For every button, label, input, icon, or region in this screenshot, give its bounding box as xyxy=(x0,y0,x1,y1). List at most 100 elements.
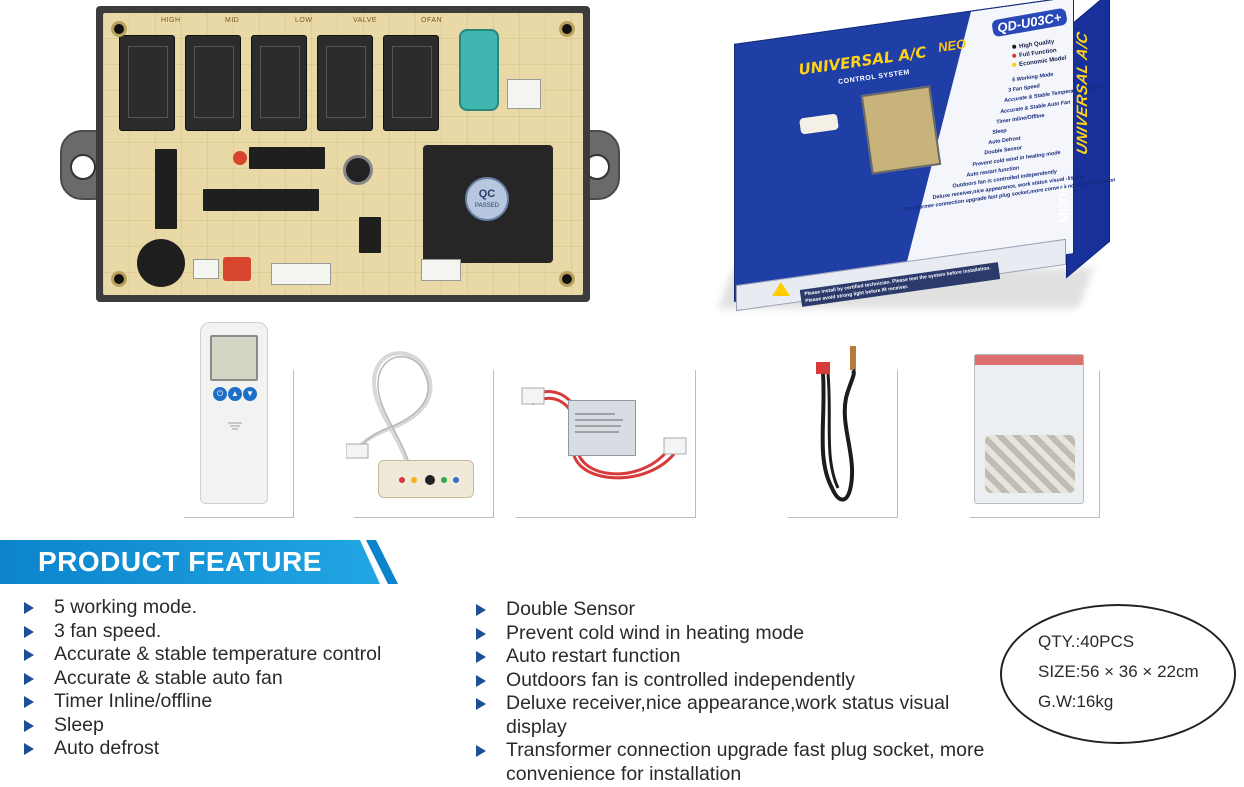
red-connector xyxy=(223,257,251,281)
relay-mid xyxy=(185,35,241,131)
feature-text: Deluxe receiver,nice appearance,work sta… xyxy=(506,692,950,738)
feature-item: Outdoors fan is controlled independently xyxy=(476,669,996,693)
relay-label-low: LOW xyxy=(295,17,313,24)
feature-title: PRODUCT FEATURE xyxy=(38,546,322,577)
bullet-arrow-icon xyxy=(476,651,486,663)
remote-speaker-grille-icon xyxy=(228,422,242,430)
receiver-led-red xyxy=(399,477,405,483)
feature-item: Auto restart function xyxy=(476,645,996,669)
badge-dot xyxy=(1011,53,1017,59)
feature-text: Outdoors fan is controlled independently xyxy=(506,668,856,691)
box-side-model: MODEL xyxy=(1056,176,1071,223)
feature-text: Accurate & stable auto fan xyxy=(54,666,283,689)
accessory-frame-receiver xyxy=(354,370,494,518)
pcb-frame: HIGH MID LOW VALVE OFAN QC PASSED xyxy=(96,6,590,302)
transformer-label-lines-icon xyxy=(575,413,623,433)
bullet-arrow-icon xyxy=(476,674,486,687)
feature-list-left: 5 working mode. 3 fan speed. Accurate & … xyxy=(24,596,464,761)
bullet-arrow-icon xyxy=(476,745,486,757)
receiver-cable-icon xyxy=(346,351,433,461)
screw-hole xyxy=(111,271,127,287)
feature-item: Sleep xyxy=(24,714,464,738)
feature-text: 3 fan speed. xyxy=(54,619,162,642)
feature-text: Auto defrost xyxy=(54,737,160,759)
spec-size: SIZE:56 × 36 × 22cm xyxy=(1038,662,1199,681)
box-feature-list: 5 Working Mode 3 Fan Speed Accurate & St… xyxy=(902,72,1115,214)
spec-qty: QTY.:40PCS xyxy=(1038,632,1135,651)
relay-label-ofan: OFAN xyxy=(421,17,443,24)
bullet-arrow-icon xyxy=(24,625,34,638)
feature-text: Double Sensor xyxy=(506,598,635,620)
screw-hole xyxy=(559,271,575,287)
bullet-arrow-icon xyxy=(24,719,34,732)
remote-lcd-screen xyxy=(210,335,258,381)
product-feature-banner: PRODUCT FEATURE xyxy=(0,540,400,584)
terminal-connector xyxy=(507,79,541,109)
bullet-arrow-icon xyxy=(476,627,486,640)
microcontroller-chip xyxy=(203,189,319,211)
receiver-ir-sensor xyxy=(425,475,435,485)
feature-item: Double Sensor xyxy=(476,598,996,622)
feature-item: 3 fan speed. xyxy=(24,620,464,644)
receiver-led-green xyxy=(441,477,447,483)
connector-transformer xyxy=(421,259,461,281)
packing-spec-ellipse: QTY.:40PCS SIZE:56 × 36 × 22cm G.W:16kg xyxy=(1000,604,1236,744)
relay-ofan xyxy=(383,35,439,131)
accessory-frame-remote xyxy=(184,370,294,518)
feature-text: Prevent cold wind in heating mode xyxy=(506,621,805,644)
connector-small xyxy=(193,259,219,279)
receiver-led-blue xyxy=(453,477,459,483)
ic-chip xyxy=(359,217,381,253)
feature-item: Timer Inline/offline xyxy=(24,690,464,714)
bag-screws xyxy=(985,435,1075,493)
capacitor xyxy=(343,155,373,185)
connector-receiver xyxy=(271,263,331,285)
badge-dot xyxy=(1011,44,1017,50)
pcb-board-image: HIGH MID LOW VALVE OFAN QC PASSED xyxy=(60,6,620,302)
relay-label-mid: MID xyxy=(225,17,240,24)
feature-item: Deluxe receiver,nice appearance,work sta… xyxy=(476,692,996,739)
relay-label-high: HIGH xyxy=(161,17,181,24)
feature-item: Auto defrost xyxy=(24,737,464,761)
remote-button-icon: ⏻ xyxy=(213,387,227,401)
ic-chip xyxy=(155,149,177,229)
relay-low xyxy=(251,35,307,131)
bullet-arrow-icon xyxy=(24,602,34,614)
accessory-frame-sensor xyxy=(788,370,898,518)
product-box-image: UNIVERSAL A/C CONTROL SYSTEM QD-U03C+ NE… xyxy=(716,0,1144,316)
fuse-component xyxy=(459,29,499,111)
bag-zip-strip xyxy=(975,355,1083,365)
receiver-led-yellow xyxy=(411,477,417,483)
qc-label: QC xyxy=(478,188,496,200)
pcb-surface: HIGH MID LOW VALVE OFAN QC PASSED xyxy=(103,13,583,295)
remote-control-image: ⏻ ▲ ▼ xyxy=(200,322,268,504)
screw-hole xyxy=(111,21,127,37)
feature-item: Transformer connection upgrade fast plug… xyxy=(476,739,996,786)
spec-gross-weight: G.W:16kg xyxy=(1038,692,1114,711)
remote-button-icon: ▲ xyxy=(228,387,242,401)
ir-receiver-image xyxy=(378,460,474,498)
relay-label-valve: VALVE xyxy=(353,17,378,24)
bullet-arrow-icon xyxy=(24,649,34,661)
screw-bag-image xyxy=(974,354,1084,504)
feature-item: Accurate & stable auto fan xyxy=(24,667,464,691)
buzzer xyxy=(137,239,185,287)
feature-text: Accurate & stable temperature control xyxy=(54,643,382,665)
remote-button-icon: ▼ xyxy=(243,387,257,401)
temperature-sensor-icon xyxy=(816,346,856,502)
feature-text: 5 working mode. xyxy=(54,596,198,618)
accessory-frame-screws xyxy=(970,370,1100,518)
feature-text: Transformer connection upgrade fast plug… xyxy=(506,739,985,785)
transformer-spec-plate xyxy=(575,411,625,440)
red-capacitor xyxy=(233,151,247,165)
qc-sub-label: PASSED xyxy=(475,203,499,209)
feature-text: Timer Inline/offline xyxy=(54,690,213,712)
bullet-arrow-icon xyxy=(476,604,486,616)
qc-passed-sticker: QC PASSED xyxy=(465,177,509,221)
badge-dot xyxy=(1011,62,1017,68)
feature-text: Auto restart function xyxy=(506,645,681,667)
bullet-arrow-icon xyxy=(24,696,34,708)
feature-text: Sleep xyxy=(54,713,104,736)
bullet-arrow-icon xyxy=(476,698,486,710)
bullet-arrow-icon xyxy=(24,672,34,685)
